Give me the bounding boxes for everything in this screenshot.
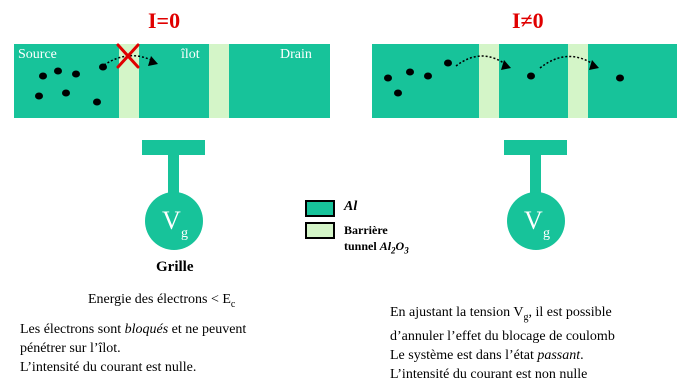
electron xyxy=(99,63,107,71)
electron xyxy=(39,72,47,80)
legend-al-label: Al xyxy=(344,199,358,214)
electron xyxy=(527,72,535,80)
right-gate-stem xyxy=(530,155,541,197)
electron xyxy=(406,68,414,76)
legend-barrier-label: Barrière tunnel Al2O3 xyxy=(344,223,409,256)
energy-text: Energie des électrons < Ec xyxy=(88,292,236,310)
electron xyxy=(394,89,402,97)
left-barrier-2 xyxy=(209,44,229,118)
electron xyxy=(424,72,432,80)
label-source: Source xyxy=(18,47,57,62)
electron xyxy=(54,67,62,75)
electron xyxy=(62,89,70,97)
tunneling-arrow xyxy=(455,55,509,67)
arrowhead xyxy=(148,56,158,66)
right-barrier-2 xyxy=(568,44,588,118)
tunneling-arrow xyxy=(539,55,597,69)
electron xyxy=(72,70,80,78)
arrowhead xyxy=(589,60,599,70)
right-device-bar xyxy=(372,44,677,118)
legend-al-swatch xyxy=(305,200,335,217)
gate-caption: Grille xyxy=(156,259,194,275)
label-ilot: îlot xyxy=(181,47,200,62)
label-drain: Drain xyxy=(280,47,312,62)
left-device-bar xyxy=(14,44,330,118)
left-electrons-graphic xyxy=(35,43,158,106)
electron xyxy=(35,92,43,100)
right-barrier-1 xyxy=(479,44,499,118)
arrowhead xyxy=(501,60,511,70)
left-current-title: I=0 xyxy=(148,8,181,33)
right-description: En ajustant la tension Vg, il est possib… xyxy=(390,305,615,382)
left-description: Les électrons sont bloqués et ne peuvent… xyxy=(20,322,247,375)
electron xyxy=(384,74,392,82)
blocked-cross-icon xyxy=(116,43,140,69)
left-gate-stem xyxy=(168,155,179,197)
electron xyxy=(444,59,452,67)
right-current-title: I≠0 xyxy=(512,8,544,33)
electron xyxy=(93,98,101,106)
right-electrons-graphic xyxy=(384,55,624,97)
right-gate-bar xyxy=(504,140,567,155)
legend-barrier-swatch xyxy=(305,222,335,239)
left-gate-bar xyxy=(142,140,205,155)
electron xyxy=(616,74,624,82)
